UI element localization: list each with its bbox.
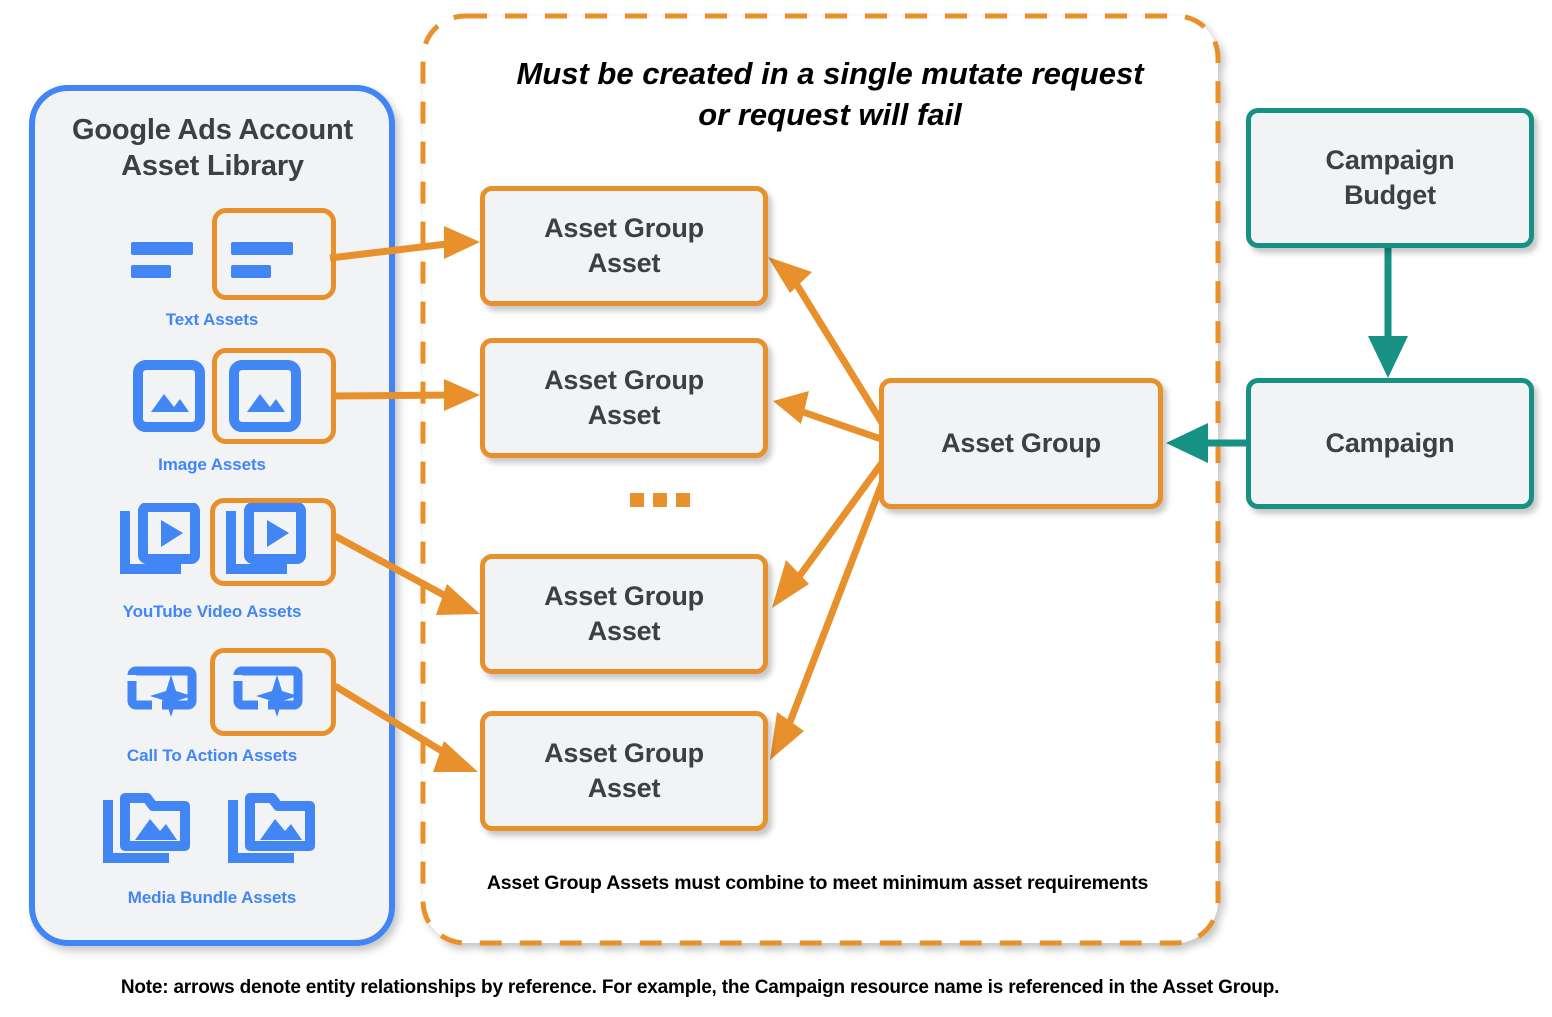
caption-youtube-video-assets: YouTube Video Assets xyxy=(122,602,302,621)
video-stack-icon-highlighted xyxy=(225,502,311,584)
campaign-label: Campaign xyxy=(1325,427,1455,458)
ellipsis-indicator xyxy=(630,493,690,509)
call-to-action-icon xyxy=(122,663,202,724)
video-assets-highlight[interactable] xyxy=(210,498,336,586)
caption-text-assets: Text Assets xyxy=(165,310,259,329)
asset-group-asset-box-2[interactable]: Asset Group Asset xyxy=(480,338,768,458)
campaign-budget-line2: Budget xyxy=(1344,180,1436,210)
image-icon-highlighted xyxy=(229,360,301,437)
image-assets-highlight[interactable] xyxy=(212,348,336,444)
aga3-line2: Asset xyxy=(587,616,661,646)
asset-group-asset-box-3[interactable]: Asset Group Asset xyxy=(480,554,768,674)
mutate-header-line2: or request will fail xyxy=(698,97,962,133)
caption-image-assets: Image Assets xyxy=(158,455,266,474)
mutate-header-line1: Must be created in a single mutate reque… xyxy=(516,56,1144,91)
asset-group-label: Asset Group xyxy=(941,427,1101,458)
aga3-line1: Asset Group xyxy=(544,580,704,611)
video-stack-icon xyxy=(119,502,205,584)
arrow-cta-to-aga4 xyxy=(333,683,478,772)
cta-assets-highlight[interactable] xyxy=(210,648,336,736)
arrow-video-to-aga3 xyxy=(333,532,480,615)
campaign-budget-line1: Campaign xyxy=(1325,144,1455,175)
asset-library-title-line1: Google Ads Account xyxy=(71,114,354,146)
text-lines-icon xyxy=(125,228,205,293)
campaign-box[interactable]: Campaign xyxy=(1246,378,1534,509)
aga2-line2: Asset xyxy=(587,400,661,430)
arrow-assetgroup-to-aga3 xyxy=(772,457,887,608)
arrow-text-to-aga1 xyxy=(329,226,480,262)
asset-group-asset-box-4[interactable]: Asset Group Asset xyxy=(480,711,768,831)
caption-media-bundle-assets: Media Bundle Assets xyxy=(127,888,297,907)
caption-call-to-action-assets: Call To Action Assets xyxy=(126,746,298,765)
asset-library-title-line2: Asset Library xyxy=(121,150,304,183)
arrow-budget-to-campaign xyxy=(1368,248,1408,378)
arrow-assetgroup-to-aga1 xyxy=(768,257,887,428)
mutate-request-header: Must be created in a single mutate reque… xyxy=(450,53,1210,135)
call-to-action-icon-highlighted xyxy=(228,663,308,724)
media-bundle-icon-2 xyxy=(228,790,324,871)
arrow-image-to-aga2 xyxy=(333,379,480,411)
arrow-assetgroup-to-aga4 xyxy=(770,476,888,760)
media-bundle-icon xyxy=(103,790,199,871)
diagram-footer-note: Note: arrows denote entity relationships… xyxy=(120,977,1280,998)
text-lines-icon-highlighted xyxy=(225,228,305,293)
aga4-line1: Asset Group xyxy=(544,737,704,768)
asset-library-title: Google Ads Account Asset Library xyxy=(40,112,385,185)
image-icon xyxy=(133,360,205,437)
text-assets-highlight[interactable] xyxy=(212,208,336,300)
aga4-line2: Asset xyxy=(587,773,661,803)
aga1-line2: Asset xyxy=(587,248,661,278)
asset-group-box[interactable]: Asset Group xyxy=(879,378,1163,509)
aga1-line1: Asset Group xyxy=(544,212,704,243)
aga2-line1: Asset Group xyxy=(544,364,704,395)
arrow-assetgroup-to-aga2 xyxy=(773,391,886,444)
asset-group-asset-box-1[interactable]: Asset Group Asset xyxy=(480,186,768,306)
arrow-campaign-to-assetgroup xyxy=(1166,423,1248,463)
campaign-budget-box[interactable]: Campaign Budget xyxy=(1246,108,1534,248)
combine-requirements-note: Asset Group Assets must combine to meet … xyxy=(486,872,1149,894)
